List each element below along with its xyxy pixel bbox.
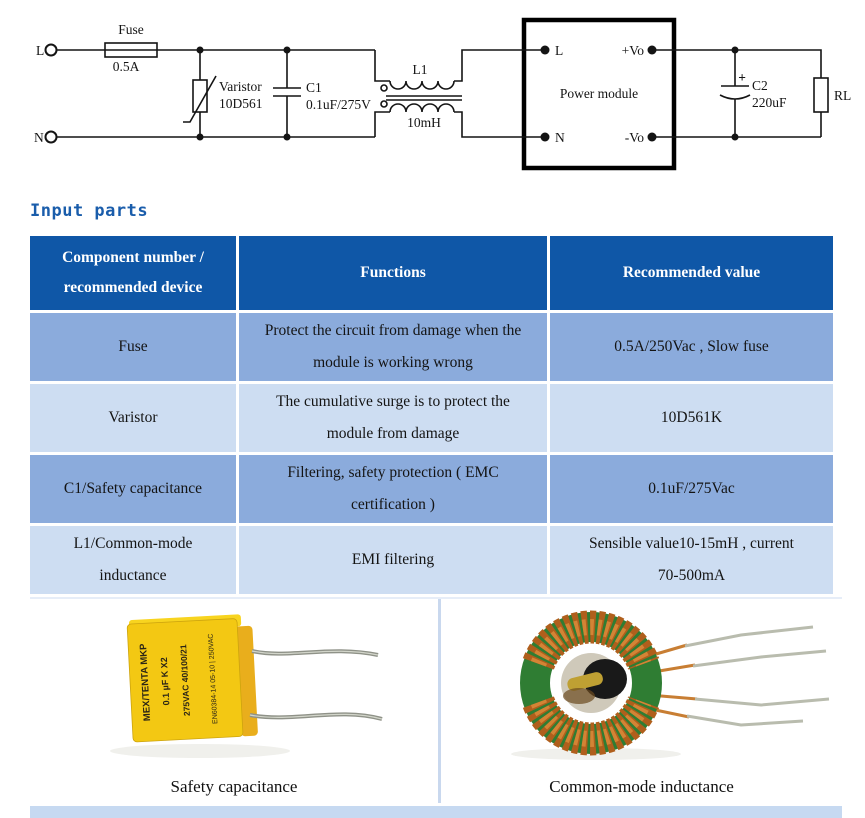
label-power-module: Power module (560, 86, 638, 101)
safety-capacitor-photo: MEX/TENTA MKP 0.1 µF K X2 275VAC 40/100/… (110, 613, 383, 758)
label-c2-value: 220uF (752, 95, 787, 110)
junction-dots (196, 45, 739, 142)
cell-value: 0.5A/250Vac , Slow fuse (550, 313, 833, 381)
photo-row: MEX/TENTA MKP 0.1 µF K X2 275VAC 40/100/… (30, 596, 842, 803)
label-module-pin-n: N (555, 130, 565, 145)
cell-function: The cumulative surge is to protect the m… (239, 384, 547, 452)
cell-function: Filtering, safety protection ( EMC certi… (239, 455, 547, 523)
header-recommended: Recommended value (550, 236, 833, 310)
label-module-pin-l: L (555, 43, 563, 58)
terminal-n-circle (44, 130, 58, 144)
section-title: Input parts (30, 201, 149, 221)
table-row: Varistor The cumulative surge is to prot… (30, 384, 833, 452)
power-module-box (521, 17, 677, 171)
label-c2-plus: + (738, 70, 746, 85)
circuit-wires (44, 42, 829, 144)
label-rl: RL (834, 88, 851, 103)
input-parts-table: Component number / recommended device Fu… (27, 233, 836, 597)
label-fuse-value: 0.5A (113, 59, 140, 74)
cell-value: Sensible value10-15mH , current 70-500mA (550, 526, 833, 594)
circuit-diagram: L N Fuse 0.5A Varistor 10D561 C1 0.1uF/2… (0, 0, 865, 193)
capacitor-body: MEX/TENTA MKP 0.1 µF K X2 275VAC 40/100/… (126, 613, 258, 742)
photo-cell-safety-capacitance: MEX/TENTA MKP 0.1 µF K X2 275VAC 40/100/… (30, 598, 438, 803)
caption-common-mode-inductance: Common-mode inductance (549, 777, 734, 797)
label-c2-name: C2 (752, 78, 768, 93)
label-varistor-name: Varistor (219, 79, 262, 94)
rl-symbol (813, 77, 829, 113)
cell-component: C1/Safety capacitance (30, 455, 236, 523)
capacitor-print-line3: 275VAC 40/100/21 (178, 643, 192, 715)
terminal-l-circle (44, 43, 58, 57)
label-terminal-n: N (34, 130, 44, 145)
capacitor-print-line2: 0.1 µF K X2 (159, 657, 172, 706)
label-l1-value: 10mH (407, 115, 441, 130)
label-fuse-name: Fuse (118, 22, 144, 37)
capacitor-print-line1: MEX/TENTA MKP (138, 642, 153, 721)
label-terminal-l: L (36, 43, 44, 58)
table-header-row: Component number / recommended device Fu… (30, 236, 833, 310)
c1-symbol (273, 50, 301, 137)
cell-function: EMI filtering (239, 526, 547, 594)
c2-symbol (719, 50, 751, 137)
cell-component: L1/Common-mode inductance (30, 526, 236, 594)
header-component: Component number / recommended device (30, 236, 236, 310)
photo-cell-divider (438, 598, 441, 803)
table-row: L1/Common-mode inductance EMI filtering … (30, 526, 833, 594)
cell-value: 10D561K (550, 384, 833, 452)
label-c1-value: 0.1uF/275V (306, 97, 371, 112)
inductor-silver-leads (684, 625, 830, 727)
cell-function: Protect the circuit from damage when the… (239, 313, 547, 381)
caption-safety-capacitance: Safety capacitance (170, 777, 298, 797)
label-module-pin-pvo: +Vo (622, 43, 645, 58)
l1-choke-symbol (374, 49, 545, 138)
cell-component: Fuse (30, 313, 236, 381)
header-functions: Functions (239, 236, 547, 310)
footer-strip (30, 805, 842, 818)
label-module-pin-nvo: -Vo (625, 130, 645, 145)
cell-component: Varistor (30, 384, 236, 452)
varistor-symbol (183, 50, 217, 137)
label-l1-name: L1 (413, 62, 428, 77)
circuit-svg: L N Fuse 0.5A Varistor 10D561 C1 0.1uF/2… (34, 17, 851, 171)
cell-value: 0.1uF/275Vac (550, 455, 833, 523)
label-varistor-value: 10D561 (219, 96, 263, 111)
capacitor-leads (249, 648, 383, 721)
inductor-toroid (520, 610, 662, 755)
table-row: C1/Safety capacitance Filtering, safety … (30, 455, 833, 523)
capacitor-print-line4: EN60384-14 05-10 | 250VAC (208, 633, 220, 724)
photo-cell-common-mode-inductance: Common-mode inductance (441, 598, 842, 803)
label-c1-name: C1 (306, 80, 322, 95)
table-row: Fuse Protect the circuit from damage whe… (30, 313, 833, 381)
common-mode-inductor-photo (511, 610, 830, 760)
